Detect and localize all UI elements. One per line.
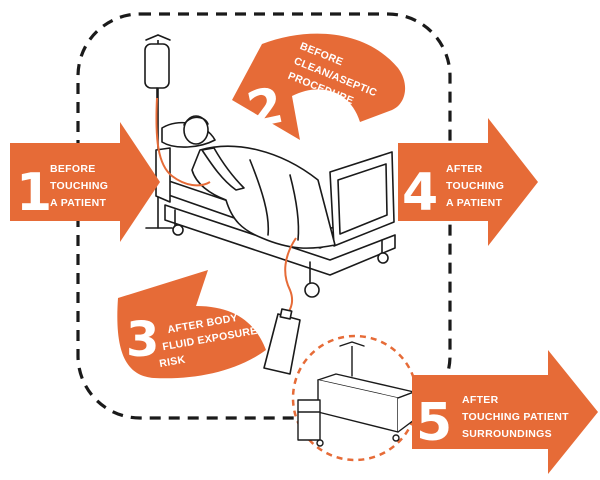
moment-1-arrow <box>10 122 160 242</box>
moment-1-number: 1 <box>16 163 52 223</box>
moment-1-label-line-3: A PATIENT <box>50 197 106 209</box>
moment-4-arrow <box>398 118 538 246</box>
moment-4-after-touching-patient: 4 AFTER TOUCHING A PATIENT <box>398 118 538 246</box>
hospital-bed-with-patient-icon <box>144 34 396 298</box>
moment-5-label-line-3: SURROUNDINGS <box>462 428 552 440</box>
moment-3-arrow <box>117 270 267 379</box>
moment-1-label-line-2: TOUCHING <box>50 180 108 192</box>
empty-bed-surroundings-icon <box>297 341 415 447</box>
moment-4-label-line-1: AFTER <box>446 163 483 175</box>
moment-4-label-line-2: TOUCHING <box>446 180 504 192</box>
moment-1-label-line-1: BEFORE <box>50 163 96 175</box>
moment-2-before-clean-aseptic-procedure: 2 BEFORE CLEAN/ASEPTIC PROCEDURE <box>232 33 406 140</box>
moment-5-after-touching-patient-surroundings: 5 AFTER TOUCHING PATIENT SURROUNDINGS <box>412 350 598 474</box>
moment-3-after-body-fluid-exposure-risk: 3 AFTER BODY FLUID EXPOSURE RISK <box>117 270 267 379</box>
moment-5-number: 5 <box>416 393 452 453</box>
moment-1-before-touching-patient: 1 BEFORE TOUCHING A PATIENT <box>10 122 160 242</box>
moment-5-arrow <box>412 350 598 474</box>
moment-5-label-line-2: TOUCHING PATIENT <box>462 411 569 423</box>
moment-3-number: 3 <box>126 312 159 368</box>
moment-2-arrow <box>232 33 406 140</box>
moment-3-label-line-3: RISK <box>158 354 186 370</box>
moment-4-label-line-3: A PATIENT <box>446 197 502 209</box>
moment-5-label-line-1: AFTER <box>462 394 499 406</box>
moment-4-number: 4 <box>402 163 438 223</box>
drainage-tube <box>284 237 297 317</box>
iv-tube <box>155 97 211 187</box>
drainage-bag-icon <box>263 308 301 375</box>
iv-bag-icon <box>144 43 170 89</box>
